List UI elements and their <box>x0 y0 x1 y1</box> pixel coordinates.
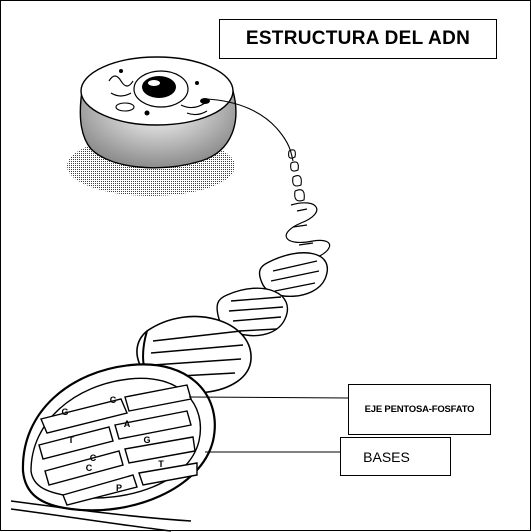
diagram-title: ESTRUCTURA DEL ADN <box>219 19 497 59</box>
base-letter: C <box>86 463 93 473</box>
cell-illustration <box>67 56 237 196</box>
base-pair-rungs <box>38 384 198 506</box>
base-letter: C <box>110 395 117 405</box>
base-letter: G <box>143 435 150 445</box>
front-helix <box>10 363 216 532</box>
base-letter: T <box>158 459 164 469</box>
base-letter: T <box>68 435 74 445</box>
base-letter: G <box>61 407 68 417</box>
base-letter: C <box>90 453 97 463</box>
chromatin-coil <box>206 98 305 202</box>
base-letters: G C T A C G C P T <box>61 395 164 493</box>
backbone-leader-line <box>188 396 349 399</box>
base-letter: P <box>116 483 122 493</box>
small-helix <box>285 202 331 262</box>
medium-helix <box>216 252 328 337</box>
base-letter: A <box>124 419 131 429</box>
bases-label: BASES <box>340 437 451 476</box>
backbone-label: EJE PENTOSA-FOSFATO <box>348 384 491 435</box>
